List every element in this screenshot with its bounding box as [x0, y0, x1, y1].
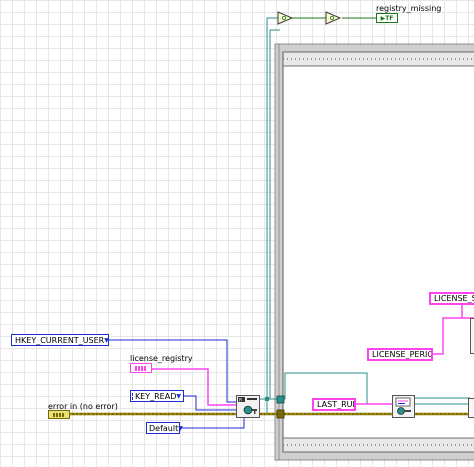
not-function-2[interactable]: [325, 11, 342, 25]
license-st-string-constant[interactable]: LICENSE_ST: [429, 292, 474, 305]
cluster-icon: [53, 412, 65, 417]
hkey-value: HKEY_CURRENT_USER: [15, 335, 105, 345]
default-ring-constant[interactable]: Default ▼: [146, 422, 183, 434]
structure-frame[interactable]: [274, 43, 474, 461]
open-registry-key-subvi[interactable]: R: [236, 395, 260, 418]
default-value: Default: [149, 423, 179, 433]
key-read-ring-constant[interactable]: KEY_READ ▼: [130, 390, 184, 402]
registry-key-icon: R: [238, 397, 257, 415]
not-function[interactable]: [277, 11, 294, 25]
dropdown-arrow-icon[interactable]: ▼: [178, 424, 183, 432]
read-registry-value-subvi-2[interactable]: [470, 318, 474, 354]
dropdown-arrow-icon[interactable]: ▼: [104, 336, 109, 344]
license-period-string-constant[interactable]: LICENSE_PERIOD: [367, 348, 433, 361]
bool-indicator-text: ▶TF: [380, 14, 394, 22]
key-read-value: KEY_READ: [134, 391, 177, 401]
svg-text:R: R: [239, 398, 242, 404]
ref-tunnel[interactable]: [276, 395, 285, 404]
read-key-icon: [395, 397, 411, 415]
ring-tag-icon: [132, 392, 133, 400]
license-registry-terminal[interactable]: [130, 363, 152, 373]
dropdown-arrow-icon[interactable]: ▼: [176, 392, 181, 400]
license-registry-label: license_registry: [130, 354, 193, 363]
registry-missing-label: registry_missing: [376, 4, 442, 13]
last-run-string-constant[interactable]: LAST_RUN: [312, 398, 356, 411]
read-registry-value-subvi[interactable]: [392, 395, 415, 418]
wire-junction: [265, 397, 269, 401]
read-registry-value-subvi-3[interactable]: [468, 398, 474, 418]
error-in-label: error in (no error): [48, 402, 118, 411]
hkey-ring-constant[interactable]: HKEY_CURRENT_USER ▼: [11, 334, 109, 346]
error-in-terminal[interactable]: [48, 410, 70, 419]
registry-missing-indicator[interactable]: ▶TF: [376, 13, 398, 23]
error-tunnel[interactable]: [276, 409, 285, 419]
string-terminal-icon: [135, 365, 147, 371]
